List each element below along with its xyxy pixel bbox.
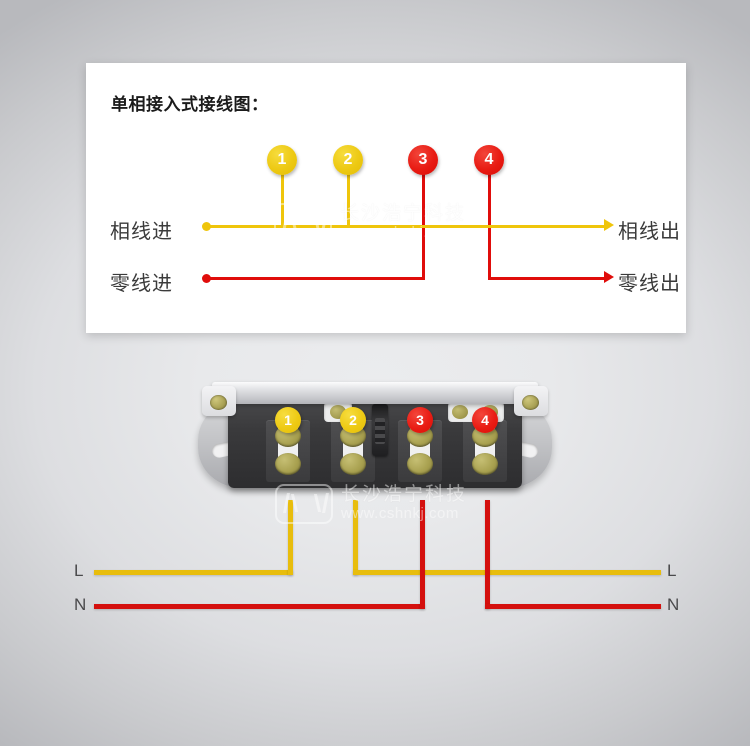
device-badge-3-label: 3 [416, 412, 424, 428]
diagram-badge-4-label: 4 [484, 151, 494, 168]
terminal-screw-bottom [340, 453, 366, 475]
label-neutral-out: 零线出 [618, 273, 681, 295]
device-badge-4: 4 [472, 407, 498, 433]
diagram-badge-3-label: 3 [418, 151, 428, 168]
neutral-line-out [488, 277, 606, 280]
diagram-badge-1: 1 [267, 145, 297, 175]
mounting-screw-icon [210, 395, 227, 410]
wire-label-neutral-right: N [667, 595, 680, 614]
diagram-badge-4: 4 [474, 145, 504, 175]
neutral-out-arrow-icon [604, 271, 614, 283]
live-in-horizontal [94, 570, 293, 575]
device-badge-2: 2 [340, 407, 366, 433]
device-badge-1: 1 [275, 407, 301, 433]
device-badge-1-label: 1 [284, 412, 292, 428]
terminal-screw-bottom [472, 453, 498, 475]
diagram-badge-1-label: 1 [277, 151, 287, 168]
neutral-line-in [206, 277, 425, 280]
neutral-in-horizontal [94, 604, 425, 609]
cover-ear-left [202, 386, 236, 416]
wiring-diagram-card: 单相接入式接线图： 1 2 3 4 相线进 零线进 相线出 [86, 63, 686, 333]
leader-line-2 [347, 173, 350, 227]
terminal-block-device: 1 2 3 4 [190, 374, 560, 504]
mounting-screw-icon [522, 395, 539, 410]
cover-ear-right [514, 386, 548, 416]
terminal-screw-bottom [407, 453, 433, 475]
wire-label-neutral-left: N [74, 595, 87, 614]
device-connector-port [372, 404, 388, 456]
phase-line [206, 225, 606, 228]
device-cover-plate [212, 382, 538, 404]
diagram-badge-2: 2 [333, 145, 363, 175]
wire-label-live-right: L [667, 561, 677, 580]
terminal-screw-bottom [275, 453, 301, 475]
phase-out-arrow-icon [604, 219, 614, 231]
label-phase-in: 相线进 [110, 221, 173, 243]
neutral-in-riser [420, 500, 425, 609]
live-out-horizontal [353, 570, 661, 575]
device-badge-4-label: 4 [481, 412, 489, 428]
label-neutral-in: 零线进 [110, 273, 173, 295]
wire-label-live-left: L [74, 561, 84, 580]
live-out-riser [353, 500, 358, 575]
diagram-title: 单相接入式接线图： [111, 95, 269, 114]
device-badge-2-label: 2 [349, 412, 357, 428]
live-in-riser [288, 500, 293, 575]
neutral-out-riser [485, 500, 490, 609]
label-phase-out: 相线出 [618, 221, 681, 243]
diagram-badge-3: 3 [408, 145, 438, 175]
neutral-out-horizontal [485, 604, 661, 609]
leader-line-1 [281, 173, 284, 227]
screw-head-icon [452, 405, 468, 419]
diagram-badge-2-label: 2 [343, 151, 353, 168]
device-badge-3: 3 [407, 407, 433, 433]
